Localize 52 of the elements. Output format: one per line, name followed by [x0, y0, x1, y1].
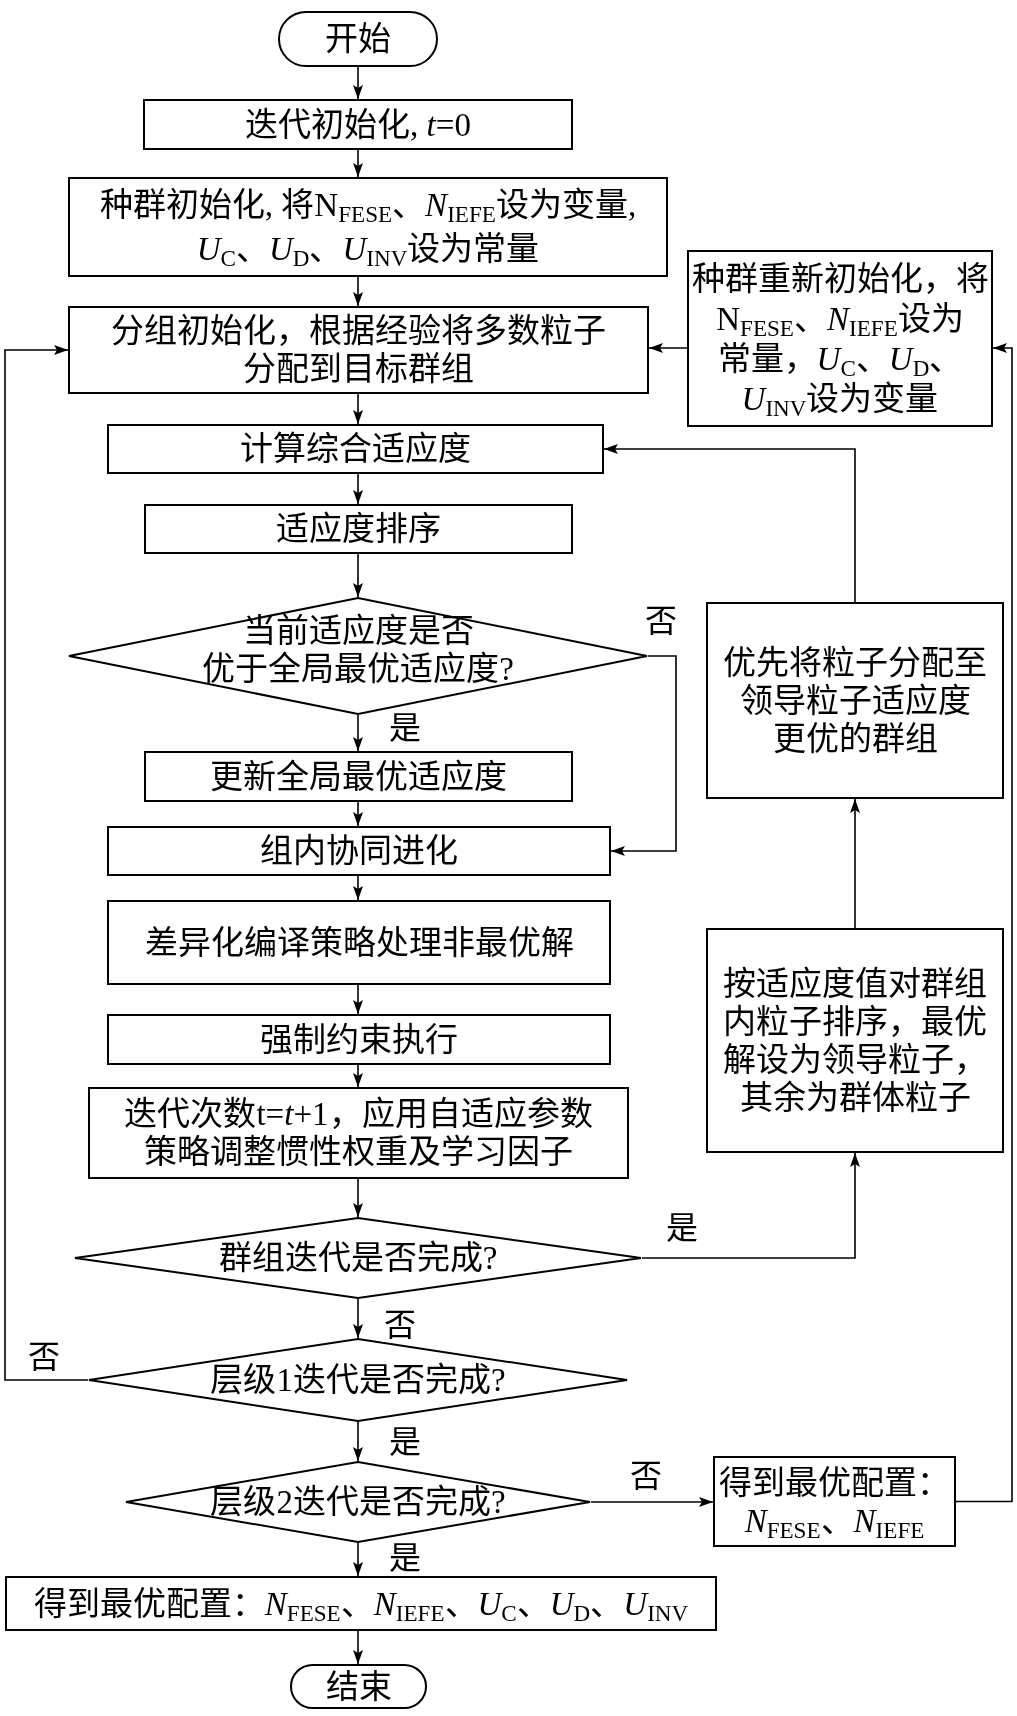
arrow [353, 393, 363, 425]
process-box: 迭代次数t=t+1，应用自适应参数策略调整惯性权重及学习因子 [88, 1087, 629, 1179]
terminal-box: 结束 [290, 1664, 427, 1709]
edge-label: 否 [382, 1308, 418, 1342]
edge-label: 是 [387, 1425, 423, 1459]
arrow [590, 1497, 714, 1507]
process-box: 优先将粒子分配至领导粒子适应度更优的群组 [706, 602, 1004, 799]
arrow [648, 343, 688, 353]
process-box: 得到最优配置：N$_{FESE}$、N$_{IEFE}$ [713, 1456, 956, 1547]
process-box: 种群重新初始化，将N$_{FESE}$、N$_{IEFE}$设为常量，U$_{C}$、U$_{D}$、U$_{INV}$设为变量 [687, 250, 993, 427]
arrow [353, 1421, 363, 1462]
arrow [353, 801, 363, 827]
decision-diamond: 层级2迭代是否完成? [125, 1461, 591, 1543]
process-box: 适应度排序 [144, 504, 573, 554]
process-box: 计算综合适应度 [107, 424, 604, 474]
decision-diamond: 群组迭代是否完成? [74, 1217, 642, 1299]
arrow [353, 276, 363, 307]
arrow [353, 1542, 363, 1577]
arrow [353, 1298, 363, 1339]
arrow [353, 984, 363, 1015]
process-box: 更新全局最优适应度 [144, 751, 573, 802]
arrow [353, 473, 363, 505]
edge-label: 是 [387, 1541, 423, 1575]
arrow [353, 149, 363, 178]
arrow [353, 553, 363, 598]
arrow [353, 1630, 363, 1665]
process-box: 按适应度值对群组内粒子排序，最优解设为领导粒子，其余为群体粒子 [706, 928, 1004, 1153]
process-box: 强制约束执行 [107, 1014, 611, 1065]
arrow [353, 714, 363, 752]
edge-label: 否 [628, 1459, 664, 1493]
process-box: 组内协同进化 [107, 826, 611, 876]
edge-label: 是 [387, 711, 423, 745]
arrow [641, 1152, 860, 1259]
arrow [353, 875, 363, 901]
process-box: 得到最优配置：N$_{FESE}$、N$_{IEFE}$、U$_{C}$、U$_{D}$、U$_{INV}$ [5, 1576, 717, 1631]
edge-label: 否 [26, 1340, 62, 1374]
process-box: 种群初始化, 将N$_{FESE}$、N$_{IEFE}$设为变量, U$_{C}$、U$_{D}$、U$_{INV}$设为常量 [68, 177, 668, 277]
process-box: 分组初始化，根据经验将多数粒子分配到目标群组 [68, 306, 649, 394]
arrow [850, 798, 860, 929]
process-box: 迭代初始化, t=0 [143, 99, 573, 150]
process-box: 差异化编译策略处理非最优解 [107, 900, 611, 985]
arrow [4, 345, 89, 1381]
decision-diamond: 层级1迭代是否完成? [88, 1338, 628, 1422]
arrow [353, 66, 363, 100]
terminal-box: 开始 [278, 11, 438, 67]
arrow [603, 444, 856, 603]
edge-label: 否 [643, 604, 679, 638]
arrow [610, 655, 677, 856]
edge-label: 是 [664, 1211, 700, 1245]
arrow [353, 1064, 363, 1088]
arrow [955, 343, 1013, 1503]
arrow [353, 1178, 363, 1218]
